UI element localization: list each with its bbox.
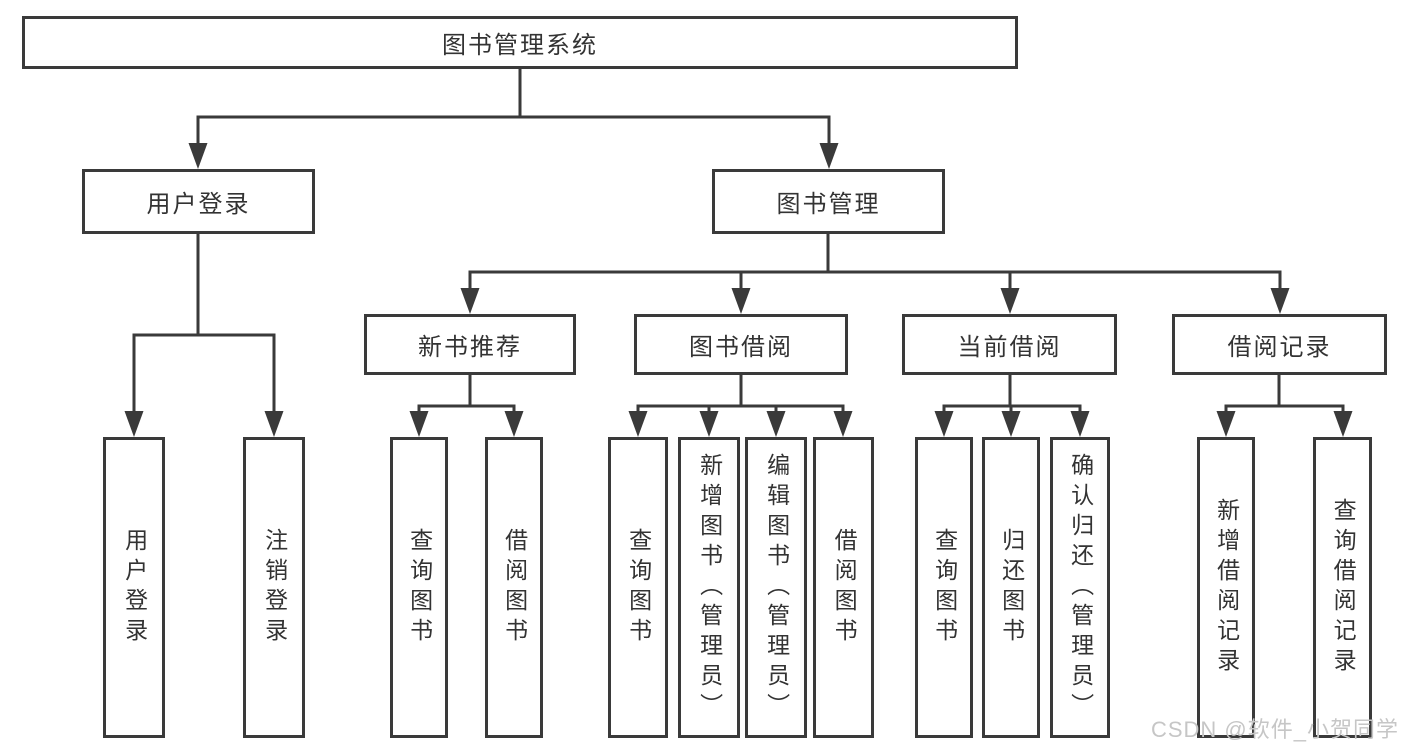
- node-book-borrow-label: 图书借阅: [689, 334, 793, 361]
- leaf-current-query-books: 查询图书: [915, 437, 973, 738]
- leaf-newbook-borrow-books-label: 借阅图书: [501, 527, 528, 648]
- leaf-current-confirm-return-admin-label: 确认归还（管理员）: [1067, 452, 1094, 723]
- leaf-user-login: 用户登录: [103, 437, 165, 738]
- node-new-book-recommend: 新书推荐: [364, 314, 576, 375]
- leaf-borrow-add-books-admin: 新增图书（管理员）: [678, 437, 740, 738]
- node-new-book-recommend-label: 新书推荐: [418, 334, 522, 361]
- node-root-label: 图书管理系统: [442, 32, 598, 59]
- leaf-borrow-query-books: 查询图书: [608, 437, 668, 738]
- node-user-login-label: 用户登录: [146, 191, 251, 218]
- leaf-current-return-books-label: 归还图书: [998, 527, 1025, 648]
- leaf-borrow-edit-books-admin-label: 编辑图书（管理员）: [763, 452, 790, 723]
- leaf-current-confirm-return-admin: 确认归还（管理员）: [1050, 437, 1110, 738]
- leaf-current-return-books: 归还图书: [982, 437, 1040, 738]
- leaf-user-login-label: 用户登录: [121, 527, 148, 648]
- leaf-newbook-query-books: 查询图书: [390, 437, 448, 738]
- leaf-borrow-edit-books-admin: 编辑图书（管理员）: [745, 437, 807, 738]
- node-borrow-records: 借阅记录: [1172, 314, 1387, 375]
- node-user-login: 用户登录: [82, 169, 315, 234]
- leaf-logout-label: 注销登录: [261, 527, 288, 648]
- node-root: 图书管理系统: [22, 16, 1018, 69]
- leaf-borrow-borrow-books: 借阅图书: [813, 437, 874, 738]
- leaf-current-query-books-label: 查询图书: [931, 527, 958, 648]
- leaf-records-add-record-label: 新增借阅记录: [1213, 497, 1240, 678]
- node-current-borrow-label: 当前借阅: [957, 334, 1062, 361]
- leaf-records-query-record: 查询借阅记录: [1313, 437, 1372, 738]
- leaf-borrow-query-books-label: 查询图书: [625, 527, 652, 648]
- node-book-management-label: 图书管理: [776, 191, 881, 218]
- leaf-records-query-record-label: 查询借阅记录: [1330, 497, 1357, 678]
- leaf-newbook-borrow-books: 借阅图书: [485, 437, 543, 738]
- leaf-logout: 注销登录: [243, 437, 305, 738]
- node-book-borrow: 图书借阅: [634, 314, 848, 375]
- csdn-watermark: CSDN @软件_小贺同学: [1150, 717, 1399, 742]
- leaf-records-add-record: 新增借阅记录: [1197, 437, 1255, 738]
- leaf-borrow-add-books-admin-label: 新增图书（管理员）: [696, 452, 723, 723]
- leaf-borrow-borrow-books-label: 借阅图书: [831, 527, 858, 648]
- node-current-borrow: 当前借阅: [902, 314, 1117, 375]
- node-borrow-records-label: 借阅记录: [1227, 334, 1332, 361]
- node-book-management: 图书管理: [712, 169, 945, 234]
- leaf-newbook-query-books-label: 查询图书: [406, 527, 433, 648]
